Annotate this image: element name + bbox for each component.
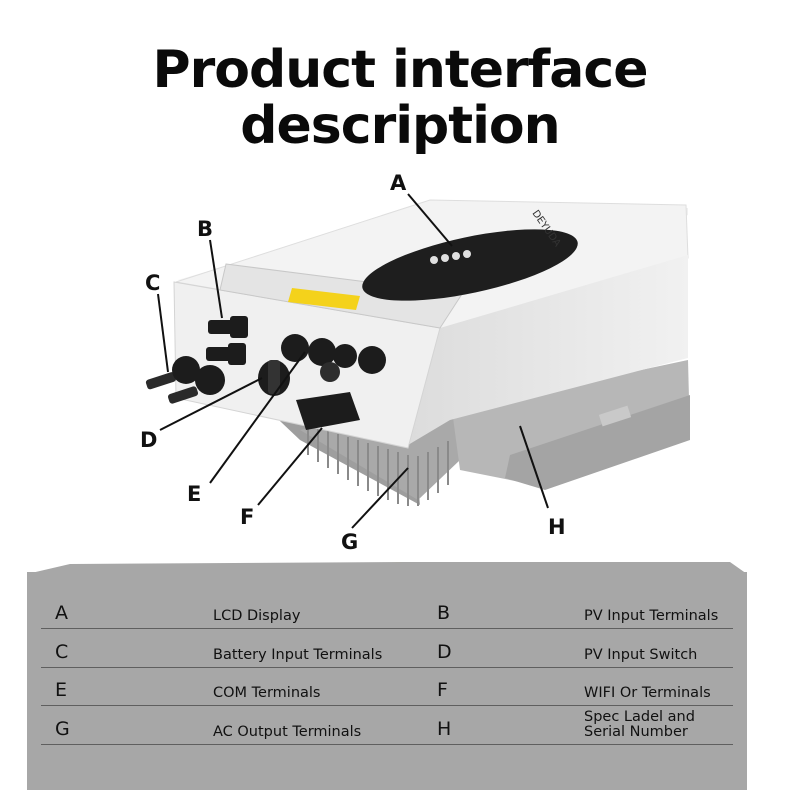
- legend-letter: C: [55, 641, 69, 663]
- legend-description: Battery Input Terminals: [213, 647, 383, 663]
- pv-input-switch: [258, 360, 290, 396]
- callout-g: G: [341, 530, 358, 554]
- legend-letter: F: [437, 679, 448, 701]
- legend-description: COM Terminals: [213, 685, 321, 701]
- page-title-line-2: description: [240, 96, 560, 156]
- wifi-terminal: [296, 392, 360, 430]
- lcd-display: [362, 229, 578, 301]
- display-button-icon: [441, 254, 449, 262]
- callout-e: E: [187, 482, 201, 506]
- legend-letter: D: [437, 641, 452, 663]
- leader-lines: [157, 193, 549, 529]
- legend-letter: G: [55, 718, 70, 740]
- callout-b: B: [197, 217, 213, 241]
- callout-a: A: [390, 171, 407, 195]
- warning-label: [288, 288, 360, 310]
- legend-panel: A LCD Display B PV Input Terminals C Bat…: [27, 572, 747, 790]
- panel-top-edge: [27, 562, 747, 574]
- callout-h: H: [548, 515, 566, 539]
- legend-row: E COM Terminals F WIFI Or Terminals: [41, 675, 733, 706]
- pv-input-terminals: [206, 316, 248, 365]
- legend-description: PV Input Switch: [584, 647, 698, 663]
- heatsink: [262, 360, 690, 506]
- legend-description: LCD Display: [213, 608, 301, 624]
- page-title-line-1: Product interface: [152, 40, 649, 100]
- legend-row: G AC Output Terminals H Spec Ladel and S…: [41, 710, 733, 745]
- callout-c: C: [145, 271, 160, 295]
- legend-description: WIFI Or Terminals: [584, 685, 711, 701]
- callout-f: F: [240, 505, 254, 529]
- legend-description: Spec Ladel and Serial Number: [584, 709, 695, 740]
- legend-row: C Battery Input Terminals D PV Input Swi…: [41, 637, 733, 668]
- legend-letter: B: [437, 602, 451, 624]
- legend-row: A LCD Display B PV Input Terminals: [41, 598, 733, 629]
- legend-letter: H: [437, 718, 452, 740]
- display-button-icon: [463, 250, 471, 258]
- callout-d: D: [140, 428, 157, 452]
- battery-input-terminals: [145, 356, 225, 404]
- legend-letter: A: [55, 602, 68, 624]
- heatsink-fins: [307, 425, 449, 506]
- display-button-icon: [430, 256, 438, 264]
- legend-description: PV Input Terminals: [584, 608, 719, 624]
- display-button-icon: [452, 252, 460, 260]
- legend-letter: E: [55, 679, 68, 701]
- legend-description: AC Output Terminals: [213, 724, 362, 740]
